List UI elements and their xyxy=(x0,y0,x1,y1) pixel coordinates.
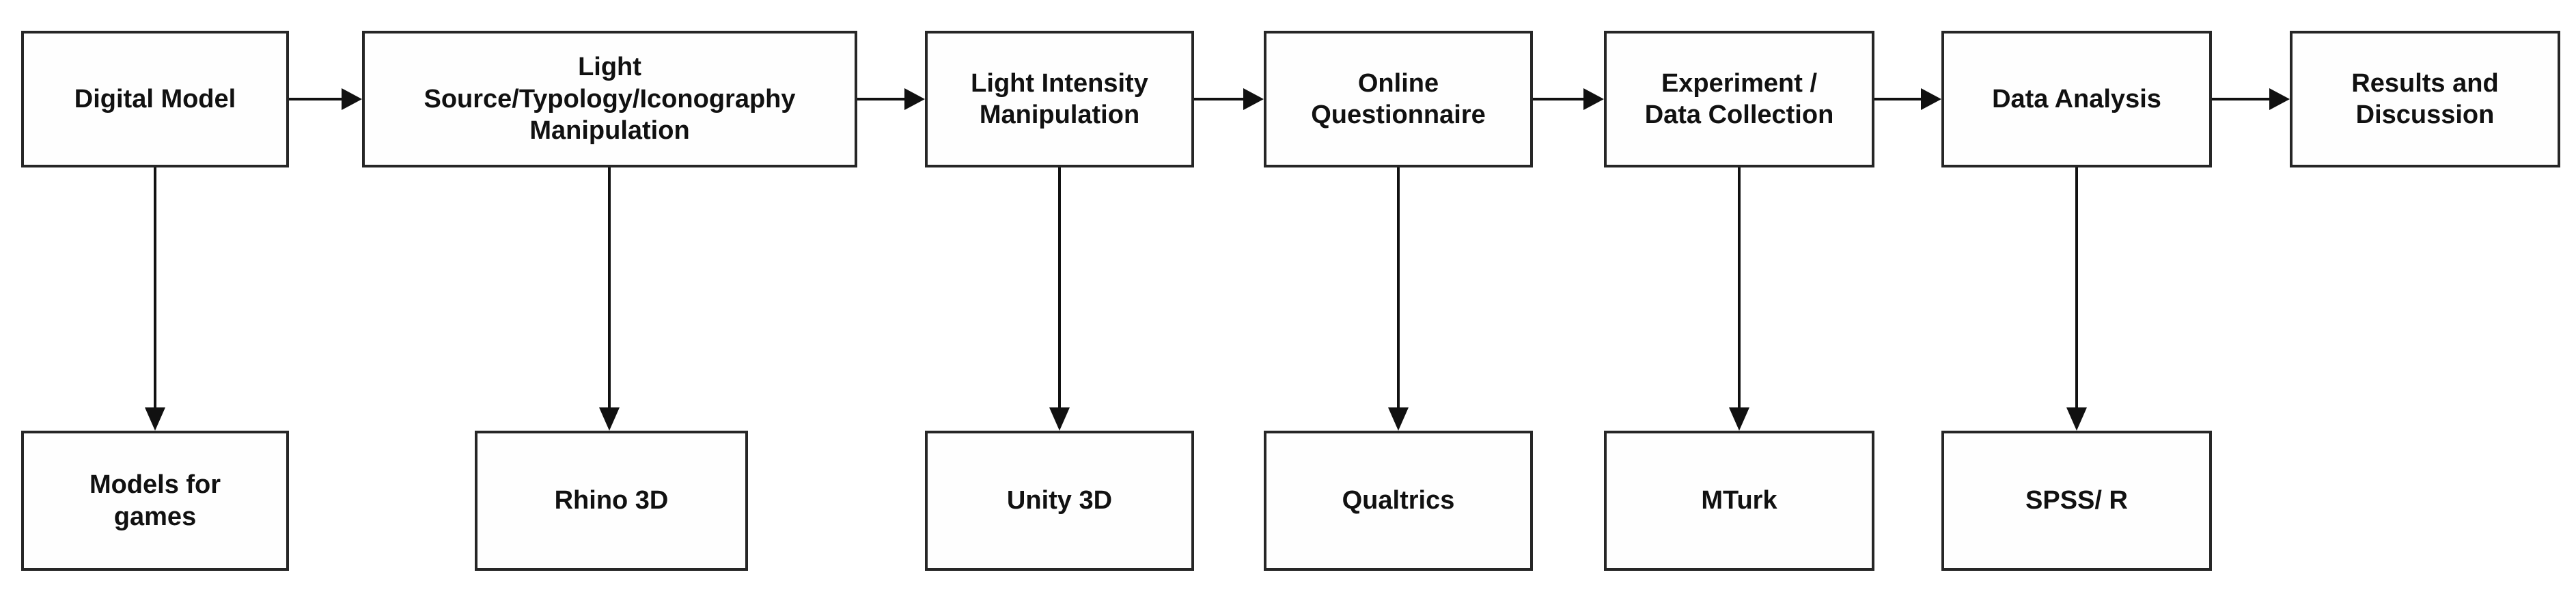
arrow-shaft xyxy=(1194,98,1247,100)
arrow-head-icon xyxy=(2269,88,2290,110)
arrow-shaft xyxy=(1533,98,1588,100)
arrow-head-icon xyxy=(1921,88,1941,110)
flow-arrow-right-6 xyxy=(2212,87,2290,111)
node-digital-model: Digital Model xyxy=(21,31,289,167)
tool-unity-3d: Unity 3D xyxy=(925,431,1194,571)
arrow-head-icon xyxy=(1388,407,1409,431)
arrow-shaft xyxy=(1397,167,1400,412)
arrow-head-icon xyxy=(904,88,925,110)
arrow-shaft xyxy=(608,167,611,412)
arrow-head-icon xyxy=(1243,88,1264,110)
flow-arrow-down-3 xyxy=(1047,167,1072,431)
node-data-analysis: Data Analysis xyxy=(1941,31,2212,167)
flow-arrow-right-2 xyxy=(857,87,925,111)
arrow-shaft xyxy=(1738,167,1741,412)
flow-arrow-down-2 xyxy=(597,167,622,431)
flow-arrow-down-6 xyxy=(2064,167,2089,431)
tool-rhino-3d: Rhino 3D xyxy=(475,431,748,571)
node-experiment-data-collection: Experiment / Data Collection xyxy=(1604,31,1874,167)
arrow-head-icon xyxy=(1049,407,1070,431)
tool-qualtrics: Qualtrics xyxy=(1264,431,1533,571)
node-results-and-discussion: Results and Discussion xyxy=(2290,31,2560,167)
node-light-intensity-manipulation: Light Intensity Manipulation xyxy=(925,31,1194,167)
arrow-shaft xyxy=(154,167,156,412)
arrow-head-icon xyxy=(145,407,165,431)
arrow-head-icon xyxy=(599,407,620,431)
node-online-questionnaire: Online Questionnaire xyxy=(1264,31,1533,167)
flow-arrow-down-5 xyxy=(1727,167,1751,431)
tool-models-for-games: Models for games xyxy=(21,431,289,571)
arrow-shaft xyxy=(857,98,909,100)
arrow-shaft xyxy=(2212,98,2273,100)
flow-arrow-right-3 xyxy=(1194,87,1264,111)
arrow-shaft xyxy=(2075,167,2078,412)
flow-arrow-right-4 xyxy=(1533,87,1604,111)
flow-arrow-right-5 xyxy=(1874,87,1941,111)
arrow-head-icon xyxy=(2066,407,2087,431)
flow-arrow-right-1 xyxy=(289,87,362,111)
flow-arrow-down-4 xyxy=(1386,167,1411,431)
arrow-head-icon xyxy=(1729,407,1749,431)
arrow-head-icon xyxy=(1583,88,1604,110)
tool-spss-r: SPSS/ R xyxy=(1941,431,2212,571)
arrow-shaft xyxy=(1058,167,1061,412)
flow-arrow-down-1 xyxy=(143,167,167,431)
arrow-shaft xyxy=(289,98,346,100)
arrow-shaft xyxy=(1874,98,1925,100)
arrow-head-icon xyxy=(342,88,362,110)
node-light-source-typology-iconography-manipulation: Light Source/Typology/Iconography Manipu… xyxy=(362,31,857,167)
tool-mturk: MTurk xyxy=(1604,431,1874,571)
